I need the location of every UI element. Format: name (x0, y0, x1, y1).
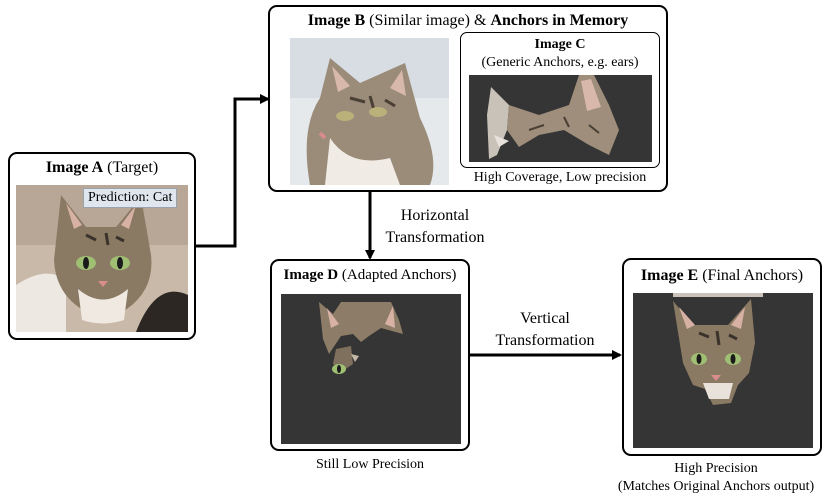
image-e-box: Image E (Final Anchors) (622, 258, 822, 456)
horizontal-transformation-label: Horizontal Transformation (385, 207, 485, 246)
image-b-box: Image B (Similar image) & Anchors in Mem… (268, 5, 668, 192)
image-c-anchor-mask (469, 75, 652, 162)
image-c-box: Image C (Generic Anchors, e.g. ears) (460, 32, 660, 168)
arrow-a-to-b (196, 94, 270, 248)
image-e-caption-line2: (Matches Original Anchors output) (617, 479, 815, 494)
image-c-caption: High Coverage, Low precision (473, 170, 647, 185)
image-d-anchor-mask (281, 294, 461, 444)
image-b-photo (290, 38, 449, 185)
image-a-box: Image A (Target) Prediction: Cat (8, 152, 196, 340)
image-a-title: Image A (Target) (45, 159, 159, 176)
image-d-caption: Still Low Precision (315, 457, 425, 472)
image-e-anchor-mask (633, 293, 813, 448)
image-e-caption: High Precision (Matches Original Anchors… (596, 460, 836, 496)
prediction-label: Prediction: Cat (83, 188, 178, 208)
image-d-box: Image D (Adapted Anchors) (270, 259, 470, 451)
image-e-title: Image E (Final Anchors) (640, 267, 804, 284)
image-c-subtitle: (Generic Anchors, e.g. ears) (481, 55, 639, 70)
image-a-photo (16, 185, 188, 332)
image-d-title: Image D (Adapted Anchors) (283, 267, 457, 283)
image-e-caption-line1: High Precision (674, 461, 758, 476)
vertical-transformation-label: Vertical Transformation (495, 310, 595, 349)
image-b-title: Image B (Similar image) & Anchors in Mem… (307, 12, 629, 29)
image-c-title: Image C (534, 37, 586, 52)
